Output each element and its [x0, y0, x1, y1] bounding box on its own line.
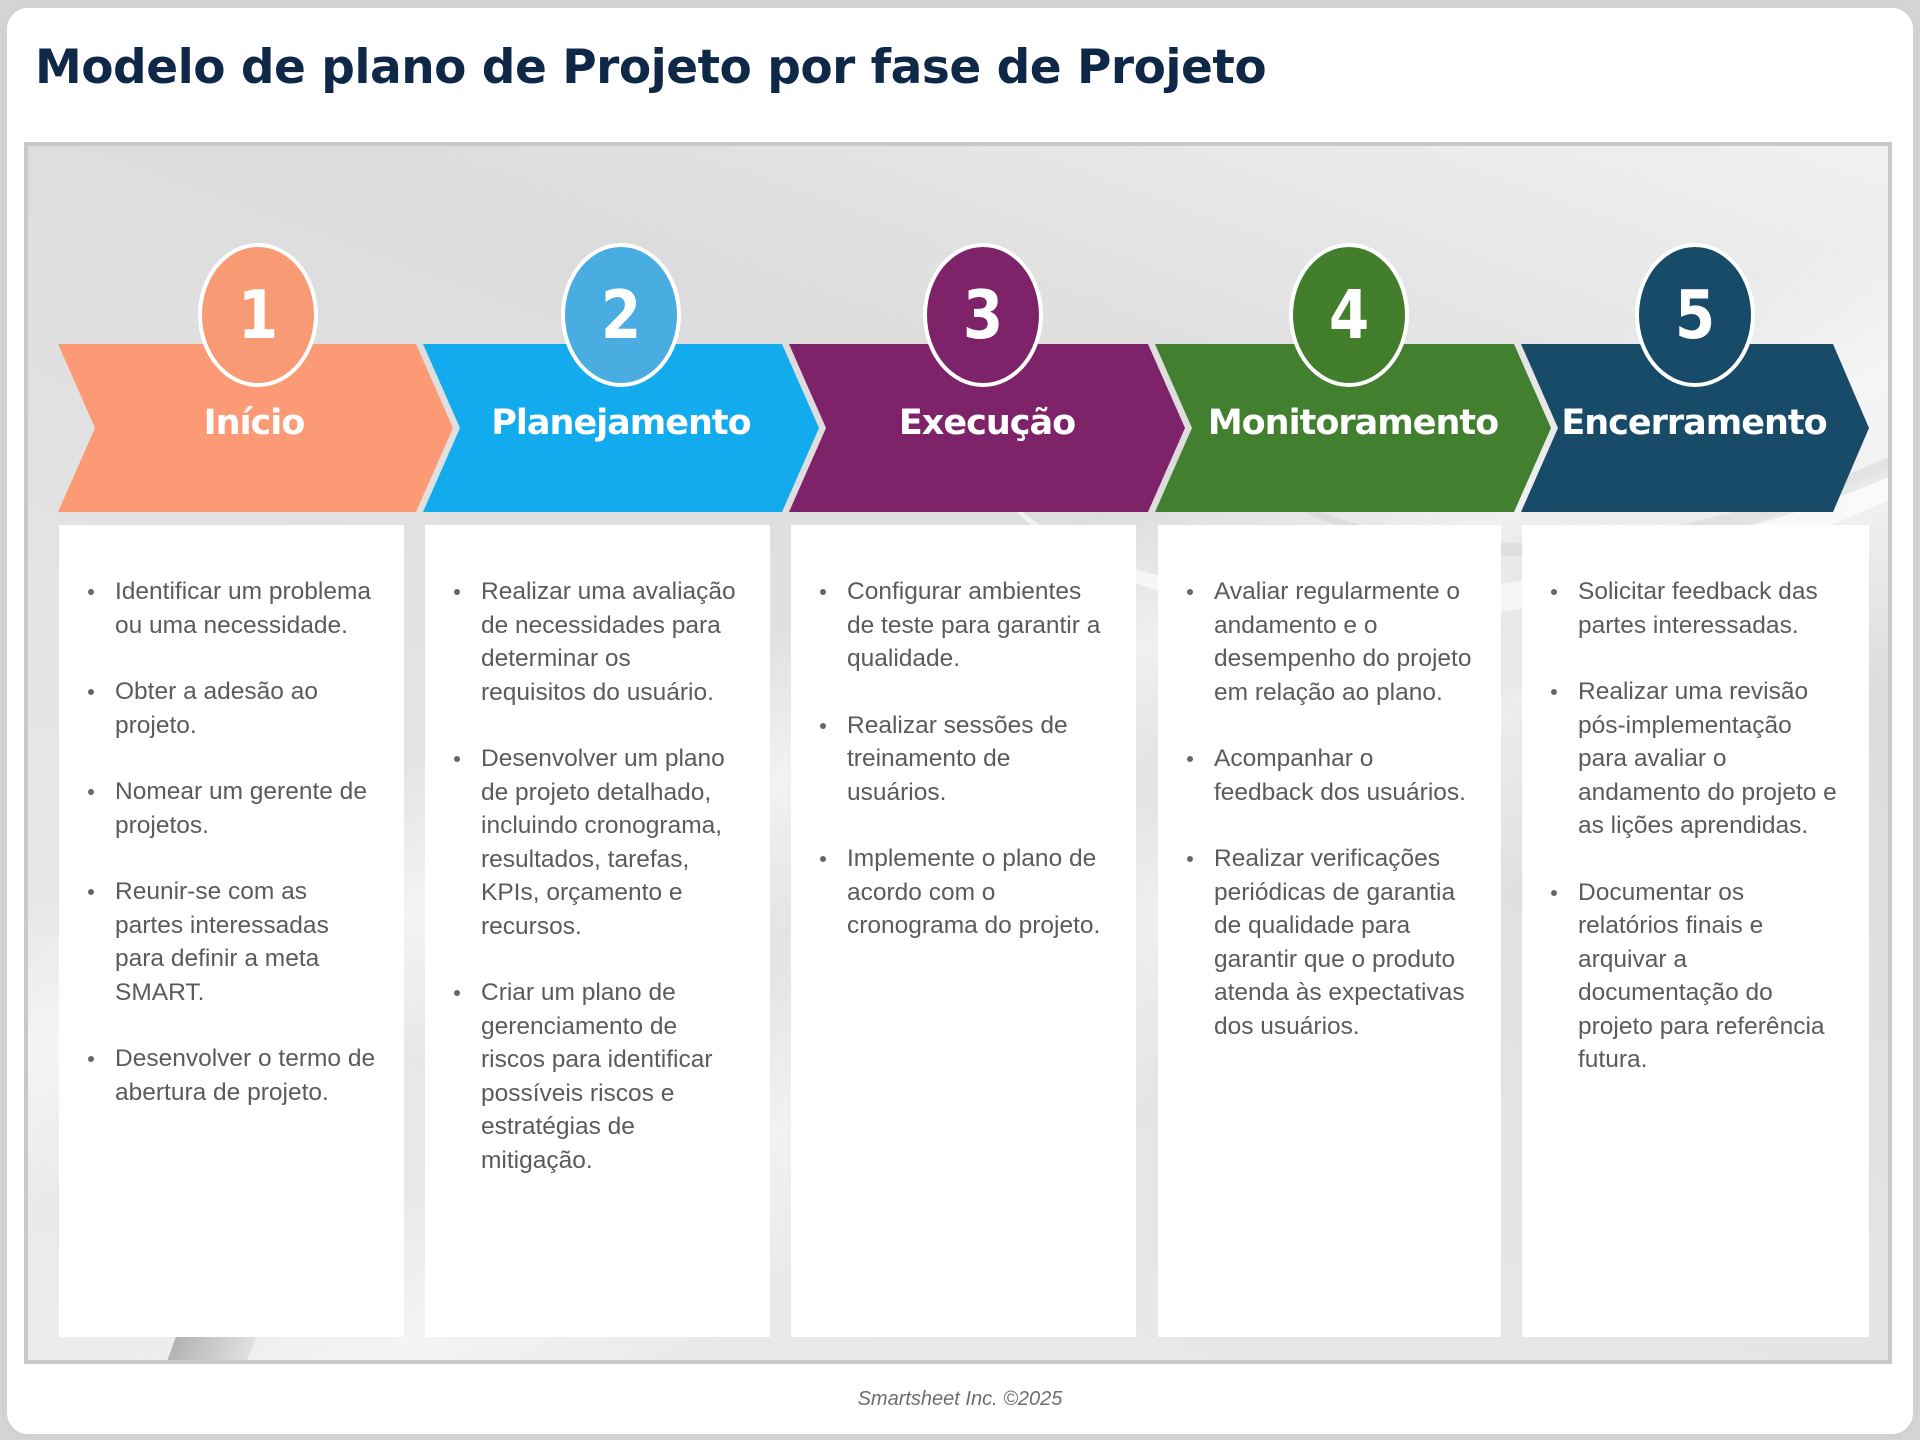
phase-label-monitoramento: Monitoramento: [1207, 403, 1499, 443]
task-item: Realizar uma avaliação de necessidades p…: [453, 575, 742, 709]
task-list: Realizar uma avaliação de necessidades p…: [453, 575, 742, 1177]
task-item: Acompanhar o feedback dos usuários.: [1186, 742, 1473, 809]
task-item: Desenvolver um plano de projeto detalhad…: [453, 742, 742, 943]
phase-number: 2: [600, 275, 642, 355]
task-item: Documentar os relatórios finais e arquiv…: [1550, 876, 1841, 1077]
task-list: Avaliar regularmente o andamento e o des…: [1186, 575, 1473, 1043]
task-item: Identificar um problema ou uma necessida…: [87, 575, 376, 642]
task-item: Reunir-se com as partes interessadas par…: [87, 875, 376, 1009]
phase-label-execucao: Execução: [898, 403, 1076, 443]
task-item: Realizar sessões de treinamento de usuár…: [819, 709, 1108, 810]
copyright-footer: Smartsheet Inc. ©2025: [857, 1388, 1063, 1410]
task-item: Nomear um gerente de projetos.: [87, 775, 376, 842]
phase-number-badge-3: 3: [923, 243, 1043, 387]
phase-number: 1: [237, 275, 279, 355]
phase-panel-encerramento: Solicitar feedback das partes interessad…: [1522, 525, 1869, 1337]
phase-panel-inicio: Identificar um problema ou uma necessida…: [59, 525, 404, 1337]
task-item: Obter a adesão ao projeto.: [87, 675, 376, 742]
task-item: Realizar verificações periódicas de gara…: [1186, 842, 1473, 1043]
phase-number-badge-4: 4: [1289, 243, 1409, 387]
phase-number-badge-5: 5: [1635, 243, 1755, 387]
phase-panel-planejamento: Realizar uma avaliação de necessidades p…: [425, 525, 770, 1337]
phase-number: 5: [1674, 275, 1716, 355]
phase-label-inicio: Início: [203, 403, 306, 443]
phase-label-encerramento: Encerramento: [1561, 403, 1827, 443]
page-title: Modelo de plano de Projeto por fase de P…: [35, 40, 1267, 95]
task-list: Solicitar feedback das partes interessad…: [1550, 575, 1841, 1077]
task-item: Desenvolver o termo de abertura de proje…: [87, 1042, 376, 1109]
phase-number: 3: [962, 275, 1004, 355]
phase-label-planejamento: Planejamento: [491, 403, 751, 443]
phase-number-badge-2: 2: [561, 243, 681, 387]
task-item: Implemente o plano de acordo com o crono…: [819, 842, 1108, 943]
task-item: Criar um plano de gerenciamento de risco…: [453, 976, 742, 1177]
phase-number-badge-1: 1: [198, 243, 318, 387]
task-list: Identificar um problema ou uma necessida…: [87, 575, 376, 1109]
phase-panel-execucao: Configurar ambientes de teste para garan…: [791, 525, 1136, 1337]
task-item: Solicitar feedback das partes interessad…: [1550, 575, 1841, 642]
task-list: Configurar ambientes de teste para garan…: [819, 575, 1108, 943]
phase-number: 4: [1328, 275, 1370, 355]
phase-panel-monitoramento: Avaliar regularmente o andamento e o des…: [1158, 525, 1501, 1337]
task-item: Realizar uma revisão pós-implementação p…: [1550, 675, 1841, 843]
task-item: Configurar ambientes de teste para garan…: [819, 575, 1108, 676]
task-item: Avaliar regularmente o andamento e o des…: [1186, 575, 1473, 709]
